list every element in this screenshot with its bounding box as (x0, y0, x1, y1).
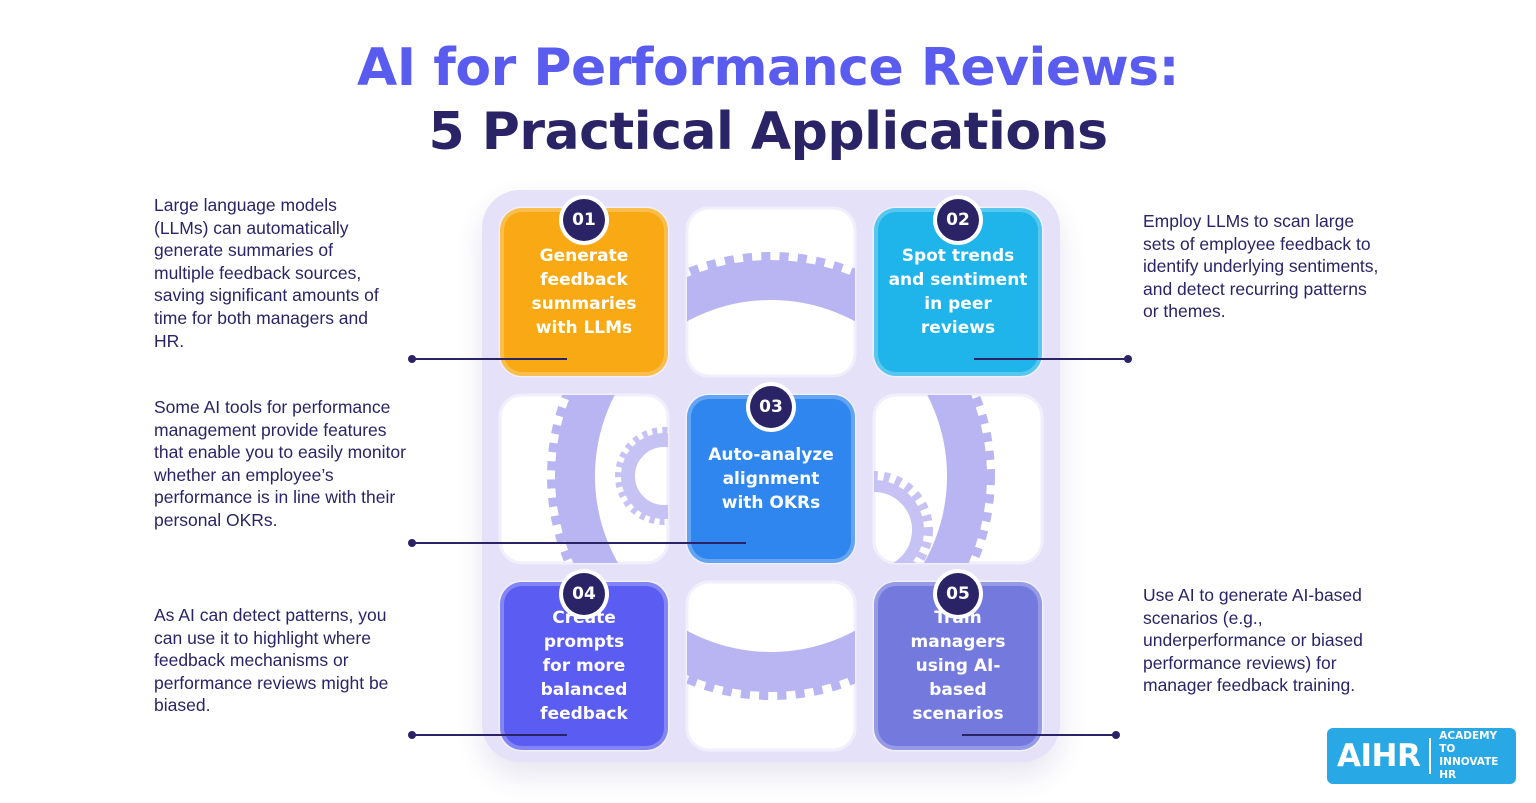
number-badge-05: 05 (937, 573, 979, 615)
number-badge-04: 04 (563, 573, 605, 615)
description-02: Employ LLMs to scan large sets of employ… (1143, 211, 1379, 322)
aihr-logo: AIHR ACADEMY TO INNOVATE HR (1327, 728, 1516, 784)
description-03: Some AI tools for performance management… (154, 397, 406, 530)
connector-dot-02 (1124, 355, 1132, 363)
application-tile-01: Generate feedback summaries with LLMs (500, 208, 668, 376)
connector-dot-05 (1112, 731, 1120, 739)
connector-line-04 (412, 734, 567, 736)
logo-separator (1429, 738, 1432, 774)
connector-line-03 (412, 542, 746, 544)
number-badge-01: 01 (563, 199, 605, 241)
application-tile-04: Create prompts for more balanced feedbac… (500, 582, 668, 750)
description-01: Large language models (LLMs) can automat… (154, 195, 379, 351)
logo-text: ACADEMY TO INNOVATE HR (1439, 730, 1499, 781)
description-05: Use AI to generate AI-based scenarios (e… (1143, 585, 1363, 696)
title-line-2: 5 Practical Applications (428, 102, 1108, 162)
title-line-1: AI for Performance Reviews: (357, 38, 1179, 98)
number-badge-03: 03 (750, 386, 792, 428)
number-badge-02: 02 (937, 199, 979, 241)
description-04: As AI can detect patterns, you can use i… (154, 605, 389, 716)
logo-mark: AIHR (1337, 738, 1421, 774)
grid-frame: Generate feedback summaries with LLMs Sp… (482, 190, 1060, 762)
connector-line-05 (962, 734, 1116, 736)
connector-line-02 (974, 358, 1128, 360)
connector-line-01 (412, 358, 567, 360)
